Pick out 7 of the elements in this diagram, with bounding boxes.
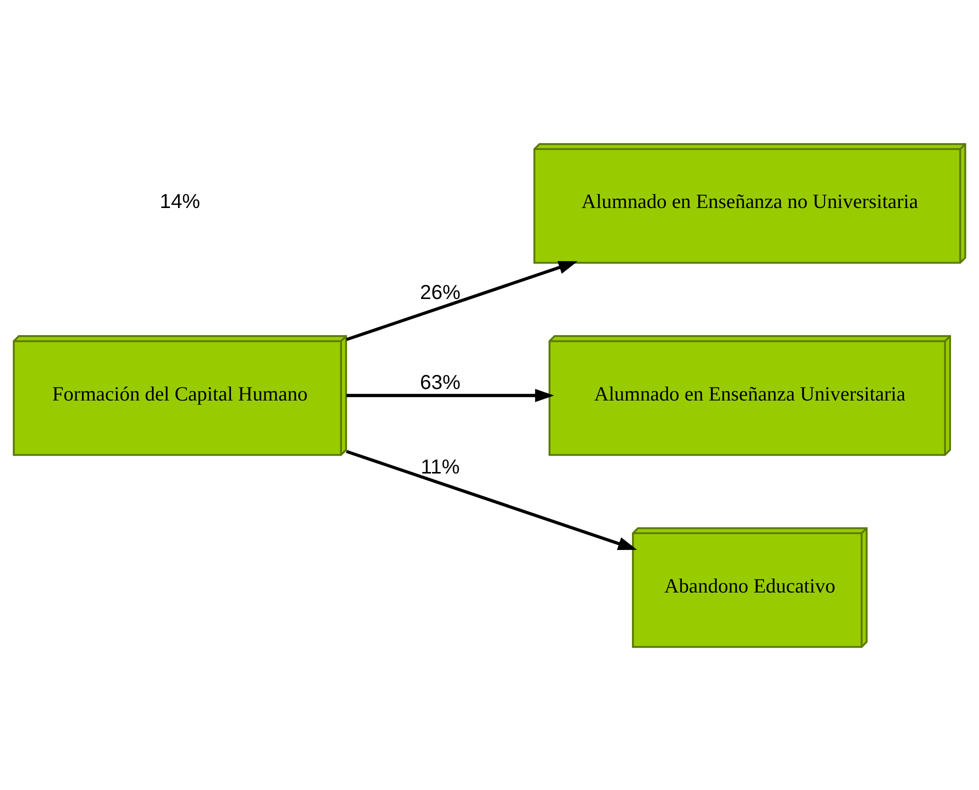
arrow [346,449,638,550]
edge-label: 63% [420,371,460,394]
arrow [346,388,554,402]
arrow [346,260,578,341]
edge-label: 11% [420,456,460,478]
edge-label: 26% [420,282,460,304]
label: 14% [160,190,200,213]
